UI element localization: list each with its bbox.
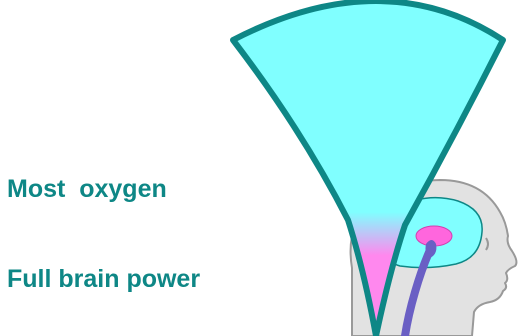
brain-oxygen-illustration	[0, 0, 519, 336]
